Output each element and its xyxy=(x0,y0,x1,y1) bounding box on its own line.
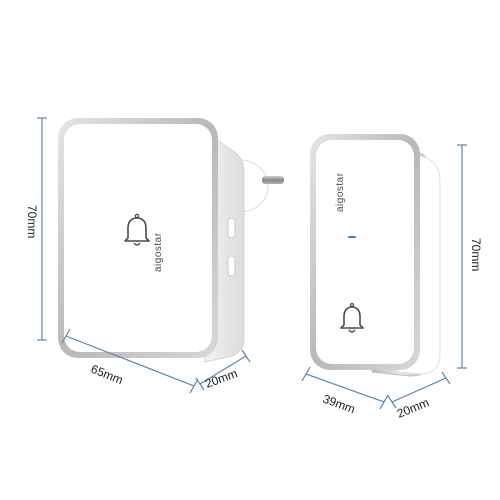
button-width-tick-left xyxy=(301,366,311,382)
button-depth-tick-left xyxy=(387,395,397,409)
button-unit-indicator xyxy=(348,236,356,238)
button-depth-label: 20mm xyxy=(395,395,431,420)
button-unit-face xyxy=(316,140,414,364)
button-unit: aigostar xyxy=(310,134,441,377)
button-width-tick-right xyxy=(379,394,389,410)
receiver-logo: aigostar xyxy=(153,232,164,272)
receiver-height-label: 70mm xyxy=(25,205,39,238)
bell-icon xyxy=(124,213,150,246)
receiver-width-line xyxy=(65,335,195,387)
receiver-unit: aigostar xyxy=(58,118,284,363)
receiver-side-button-top xyxy=(227,217,236,239)
receiver-depth-label: 20mm xyxy=(203,366,239,391)
receiver-width-tick-right xyxy=(189,378,199,394)
button-width-label: 39mm xyxy=(321,392,357,417)
button-width-line xyxy=(305,373,385,403)
button-depth-tick-right xyxy=(441,371,451,385)
button-depth-line xyxy=(391,377,447,403)
receiver-face xyxy=(64,124,212,352)
dimension-lines xyxy=(37,117,467,410)
receiver-plug-pin xyxy=(262,176,284,184)
receiver-plug-base xyxy=(239,159,269,213)
receiver-depth-tick-left xyxy=(195,377,205,391)
receiver-depth-tick-right xyxy=(241,349,251,363)
receiver-depth-line xyxy=(199,355,247,385)
button-unit-logo: aigostar xyxy=(335,172,346,212)
bell-icon xyxy=(340,302,364,333)
receiver-side-button-bottom xyxy=(227,255,236,277)
receiver-width-tick-left xyxy=(61,328,71,344)
button-height-label: 70mm xyxy=(469,238,483,271)
receiver-width-label: 65mm xyxy=(89,362,125,387)
